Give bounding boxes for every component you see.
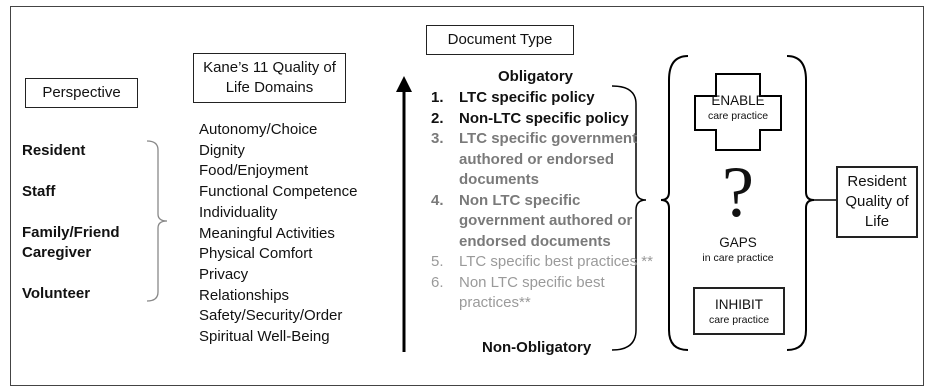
inhibit-title: INHIBIT <box>714 296 763 312</box>
domain-item: Individuality <box>199 203 278 221</box>
domain-item: Functional Competence <box>199 183 358 201</box>
domain-item: Autonomy/Choice <box>199 121 318 138</box>
document-item-number: 4. <box>431 191 444 209</box>
domain-item: Meaningful Activities <box>199 224 335 242</box>
document-item-number: 2. <box>431 109 444 127</box>
enable-title: ENABLE <box>711 93 765 108</box>
perspective-item-staff: Staff <box>22 183 56 200</box>
inhibit-subtitle: care practice <box>708 313 770 326</box>
document-item-5: 5. LTC specific best practices ** <box>431 252 661 273</box>
document-item-number: 1. <box>431 89 444 106</box>
domain-item: Physical Comfort <box>199 245 313 263</box>
non-obligatory-label: Non-Obligatory <box>482 339 592 356</box>
document-item-2: 2. Non-LTC specific policy <box>431 109 661 130</box>
resident-quality-of-life-label: Resident Quality of Life <box>845 173 909 230</box>
obligation-arrow-head <box>396 76 412 92</box>
document-brace <box>611 85 647 351</box>
document-type-title-box: Document Type <box>426 25 574 55</box>
question-mark-icon: ? <box>722 152 754 232</box>
document-item-text: LTC specific policy <box>459 89 595 106</box>
domains-title-box: Kane’s 11 Quality of Life Domains <box>193 53 346 103</box>
domain-item: Dignity <box>199 141 245 159</box>
document-item-number: 3. <box>431 130 444 147</box>
domains-list: Autonomy/Choice Dignity Food/Enjoyment F… <box>199 120 357 348</box>
gaps-subtitle: in care practice <box>702 252 774 264</box>
document-item-number: 6. <box>431 273 444 291</box>
document-item-text: Non-LTC specific policy <box>459 109 629 127</box>
document-item-4: 4. Non LTC specific government authored … <box>431 191 661 253</box>
perspective-title: Perspective <box>42 83 121 101</box>
domain-item: Safety/Security/Order <box>199 307 343 325</box>
practice-right-bracket <box>786 55 815 351</box>
document-type-title: Document Type <box>447 30 553 48</box>
document-item-1: 1. LTC specific policy <box>431 88 661 109</box>
document-item-text: LTC specific government authored or endo… <box>459 130 638 188</box>
enable-cross-shape <box>694 73 782 151</box>
domain-item: Privacy <box>199 265 249 283</box>
document-item-6: 6. Non LTC specific best practices** <box>431 273 661 314</box>
perspective-title-box: Perspective <box>25 78 138 108</box>
connector-layer <box>146 55 836 352</box>
perspective-item-volunteer: Volunteer <box>22 285 91 302</box>
domain-item: Relationships <box>199 286 290 304</box>
obligatory-label: Obligatory <box>498 68 574 85</box>
enable-label: ENABLE care practice <box>695 93 781 123</box>
gaps-label: GAPS in care practice <box>690 234 786 265</box>
document-item-text: Non LTC specific government authored or … <box>459 191 633 250</box>
perspective-item-resident: Resident <box>22 142 86 159</box>
practice-left-bracket <box>660 55 689 351</box>
perspective-brace <box>146 140 168 302</box>
inhibit-box: INHIBIT care practice <box>693 287 785 335</box>
domain-item: Food/Enjoyment <box>199 162 309 180</box>
enable-subtitle: care practice <box>707 110 769 122</box>
document-item-number: 5. <box>431 253 444 270</box>
perspective-item-family-friend-caregiver: Family/Friend Caregiver <box>22 224 120 261</box>
domains-title: Kane’s 11 Quality of Life Domains <box>203 59 336 96</box>
domain-item: Spiritual Well-Being <box>199 328 330 346</box>
document-item-text: LTC specific best practices ** <box>459 253 653 270</box>
gaps-title: GAPS <box>719 235 757 250</box>
resident-quality-of-life-box: Resident Quality of Life <box>836 166 918 238</box>
document-item-3: 3. LTC specific government authored or e… <box>431 129 661 191</box>
document-item-text: Non LTC specific best practices** <box>459 273 605 312</box>
document-type-list: 1. LTC specific policy 2. Non-LTC specif… <box>431 88 661 314</box>
